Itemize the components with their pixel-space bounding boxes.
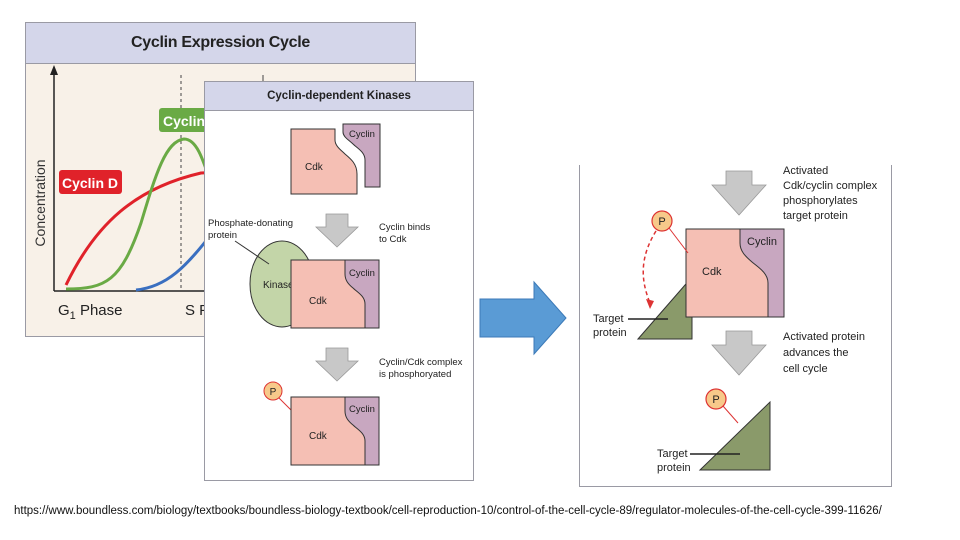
advances-label-line3: cell cycle (783, 363, 828, 375)
activated-label-line1: Activated (783, 165, 828, 177)
phosphate-label-3: P (712, 394, 719, 406)
big-right-arrow-shape (479, 280, 567, 356)
activated-label-line3: phosphorylates (783, 195, 858, 207)
cdk-diagram: Cyclin Cdk Cyclin binds to Cdk Kinase Ph… (208, 123, 463, 466)
step1-label-line2: to Cdk (379, 234, 407, 245)
activated-label-line2: Cdk/cyclin complex (783, 180, 878, 192)
cyclin-e-label: Cyclin (163, 113, 205, 129)
phosphate-donating-label-line2: protein (208, 230, 237, 241)
down-arrow-middle (711, 330, 767, 376)
phosphate-circle-1 (263, 381, 283, 401)
target-label-1-line1: Target (593, 313, 624, 325)
activated-label-line4: target protein (783, 210, 848, 222)
step1-label-line1: Cyclin binds (379, 222, 430, 233)
cyclin-label-1: Cyclin (349, 129, 375, 140)
cdk-panel-title-bar: Cyclin-dependent Kinases (205, 82, 473, 111)
advances-label-line2: advances the (783, 347, 848, 359)
cdk-panel: Cyclin-dependent Kinases Cyclin Cdk Cycl… (204, 81, 474, 481)
cyclin-block-3 (344, 396, 380, 466)
phosphate-circle-2 (651, 210, 673, 232)
phosphate-link-3 (722, 405, 739, 424)
big-right-arrow (479, 280, 567, 356)
target-label-1-line2: protein (593, 327, 627, 339)
cdk-label-3: Cdk (309, 431, 328, 442)
dashed-transfer-arrow (642, 230, 657, 304)
source-url[interactable]: https://www.boundless.com/biology/textbo… (14, 505, 882, 517)
cyclin-label-3: Cyclin (349, 404, 375, 415)
down-arrow-2 (315, 347, 359, 382)
g1-phase-label: G1 Phase (58, 302, 123, 322)
phosphate-link-2 (668, 227, 689, 254)
cyclin-block-1 (342, 123, 381, 188)
down-arrow-1 (315, 213, 359, 248)
cyclin-d-label: Cyclin D (62, 175, 118, 191)
cyclin-panel-title: Cyclin Expression Cycle (131, 34, 310, 51)
cdk-panel-title: Cyclin-dependent Kinases (267, 90, 411, 102)
cyclin-block-2 (344, 259, 380, 329)
y-axis-label: Concentration (32, 159, 48, 246)
cyclin-d-curve (64, 161, 415, 286)
cyclin-block-target (739, 228, 785, 318)
cdk-label-2: Cdk (309, 296, 328, 307)
cyclin-label-2: Cyclin (349, 268, 375, 279)
target-label-2-line1: Target (657, 448, 688, 460)
target-diagram: Activated Cdk/cyclin complex phosphoryla… (593, 165, 878, 474)
phosphate-label-1: P (270, 387, 277, 398)
phosphate-donating-label-line1: Phosphate-donating (208, 218, 293, 229)
cdk-block-1 (290, 128, 358, 195)
cyclin-label-target: Cyclin (747, 236, 777, 248)
kinase-pointer (234, 240, 270, 265)
step2-label-line1: Cyclin/Cdk complex (379, 357, 463, 368)
cdk-label-target: Cdk (702, 266, 722, 278)
y-axis-arrowhead (50, 65, 58, 75)
down-arrow-top (711, 170, 767, 216)
cdk-label-1: Cdk (305, 162, 324, 173)
cyclin-e-curve (65, 137, 218, 291)
target-protein-panel: Activated Cdk/cyclin complex phosphoryla… (579, 165, 892, 487)
target-protein-triangle-2 (698, 400, 771, 471)
s-phase-label: S P (185, 302, 209, 319)
target-label-2-line2: protein (657, 462, 691, 474)
phosphate-label-2: P (658, 216, 665, 228)
advances-label-line1: Activated protein (783, 331, 865, 343)
target-protein-triangle-1 (636, 275, 693, 340)
cyclin-panel-title-bar: Cyclin Expression Cycle (26, 23, 415, 64)
kinase-label: Kinase (263, 280, 294, 291)
step2-label-line2: is phosphoryated (379, 369, 451, 380)
phosphate-circle-3 (705, 388, 727, 410)
dashed-transfer-arrowhead (646, 299, 654, 309)
cyclin-d-label-box (59, 170, 122, 194)
